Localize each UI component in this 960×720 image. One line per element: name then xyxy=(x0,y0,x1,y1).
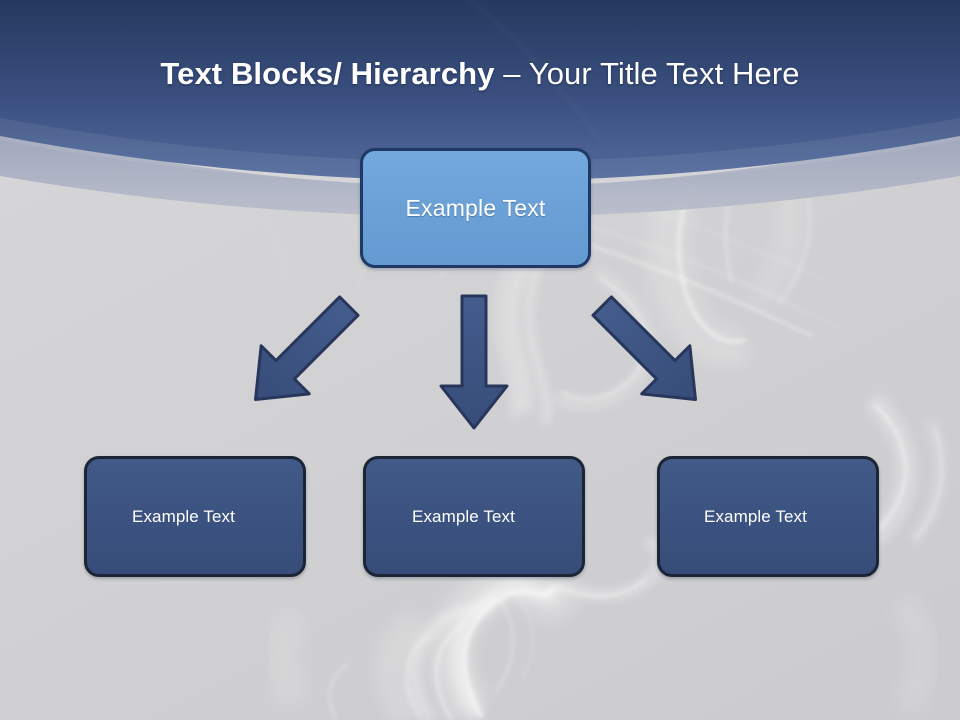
hierarchy-node-root[interactable]: Example Text xyxy=(360,148,591,268)
header-band xyxy=(0,0,960,181)
hierarchy-node-child-3[interactable]: Example Text xyxy=(657,456,879,577)
hierarchy-node-child-1[interactable]: Example Text xyxy=(84,456,306,577)
hierarchy-node-child-2[interactable]: Example Text xyxy=(363,456,585,577)
slide-title: Text Blocks/ Hierarchy – Your Title Text… xyxy=(0,52,960,96)
title-light-part: – Your Title Text Here xyxy=(503,56,800,91)
header-curve-band xyxy=(0,128,960,217)
hierarchy-node-child-2-label: Example Text xyxy=(412,506,515,526)
hierarchy-node-root-label: Example Text xyxy=(405,194,546,221)
header-sheen xyxy=(0,0,960,185)
hierarchy-node-child-1-label: Example Text xyxy=(132,506,235,526)
title-strong-part: Text Blocks/ Hierarchy xyxy=(160,56,504,91)
hierarchy-node-child-3-label: Example Text xyxy=(704,506,807,526)
